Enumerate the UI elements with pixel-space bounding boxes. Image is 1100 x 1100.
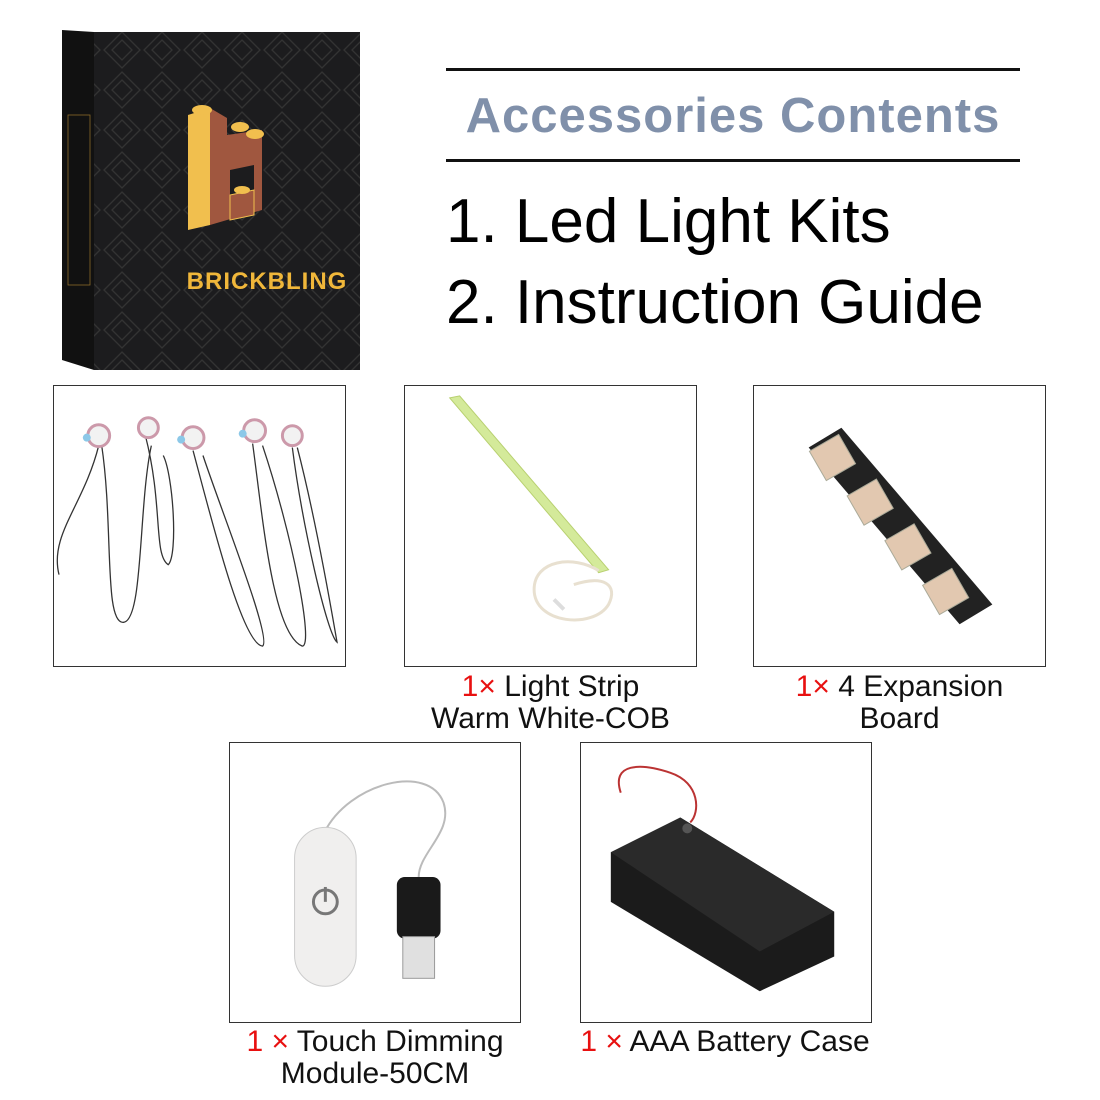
quantity-label: 1 × [246,1025,289,1058]
title-rule-bottom [446,159,1020,162]
product-box-image: BRICKBLING [62,30,360,372]
brick-logo [188,105,264,230]
quantity-label: 1× [461,670,496,703]
light-strip-caption: 1× Light Strip Warm White-COB [404,671,697,735]
led-lights-image [53,385,346,667]
light-strip-image [404,385,697,667]
touch-dimming-module-caption: 1 × Touch Dimming Module-50CM [229,1026,521,1090]
brand-logo-text: BRICKBLING [186,268,348,295]
quantity-label: 1 × [580,1025,623,1058]
touch-dimming-module-image [229,742,521,1023]
expansion-board-caption: 1× 4 Expansion Board [753,671,1046,735]
battery-case-image [580,742,872,1023]
caption-line: AAA Battery Case [629,1025,870,1058]
caption-line: Light Strip [504,670,640,703]
caption-line: Module-50CM [280,1057,470,1090]
contents-item-2: 2. Instruction Guide [446,268,984,337]
battery-case-caption: 1 × AAA Battery Case [560,1026,890,1058]
caption-line: Touch Dimming [296,1025,504,1058]
caption-line: 4 Expansion [838,670,1004,703]
contents-item-1: 1. Led Light Kits [446,187,891,256]
expansion-board-image [753,385,1046,667]
caption-line: Warm White-COB [431,702,670,735]
title-rule-top [446,68,1020,71]
caption-line: Board [859,702,940,735]
quantity-label: 1× [795,670,830,703]
page-title: Accessories Contents [465,89,1001,143]
